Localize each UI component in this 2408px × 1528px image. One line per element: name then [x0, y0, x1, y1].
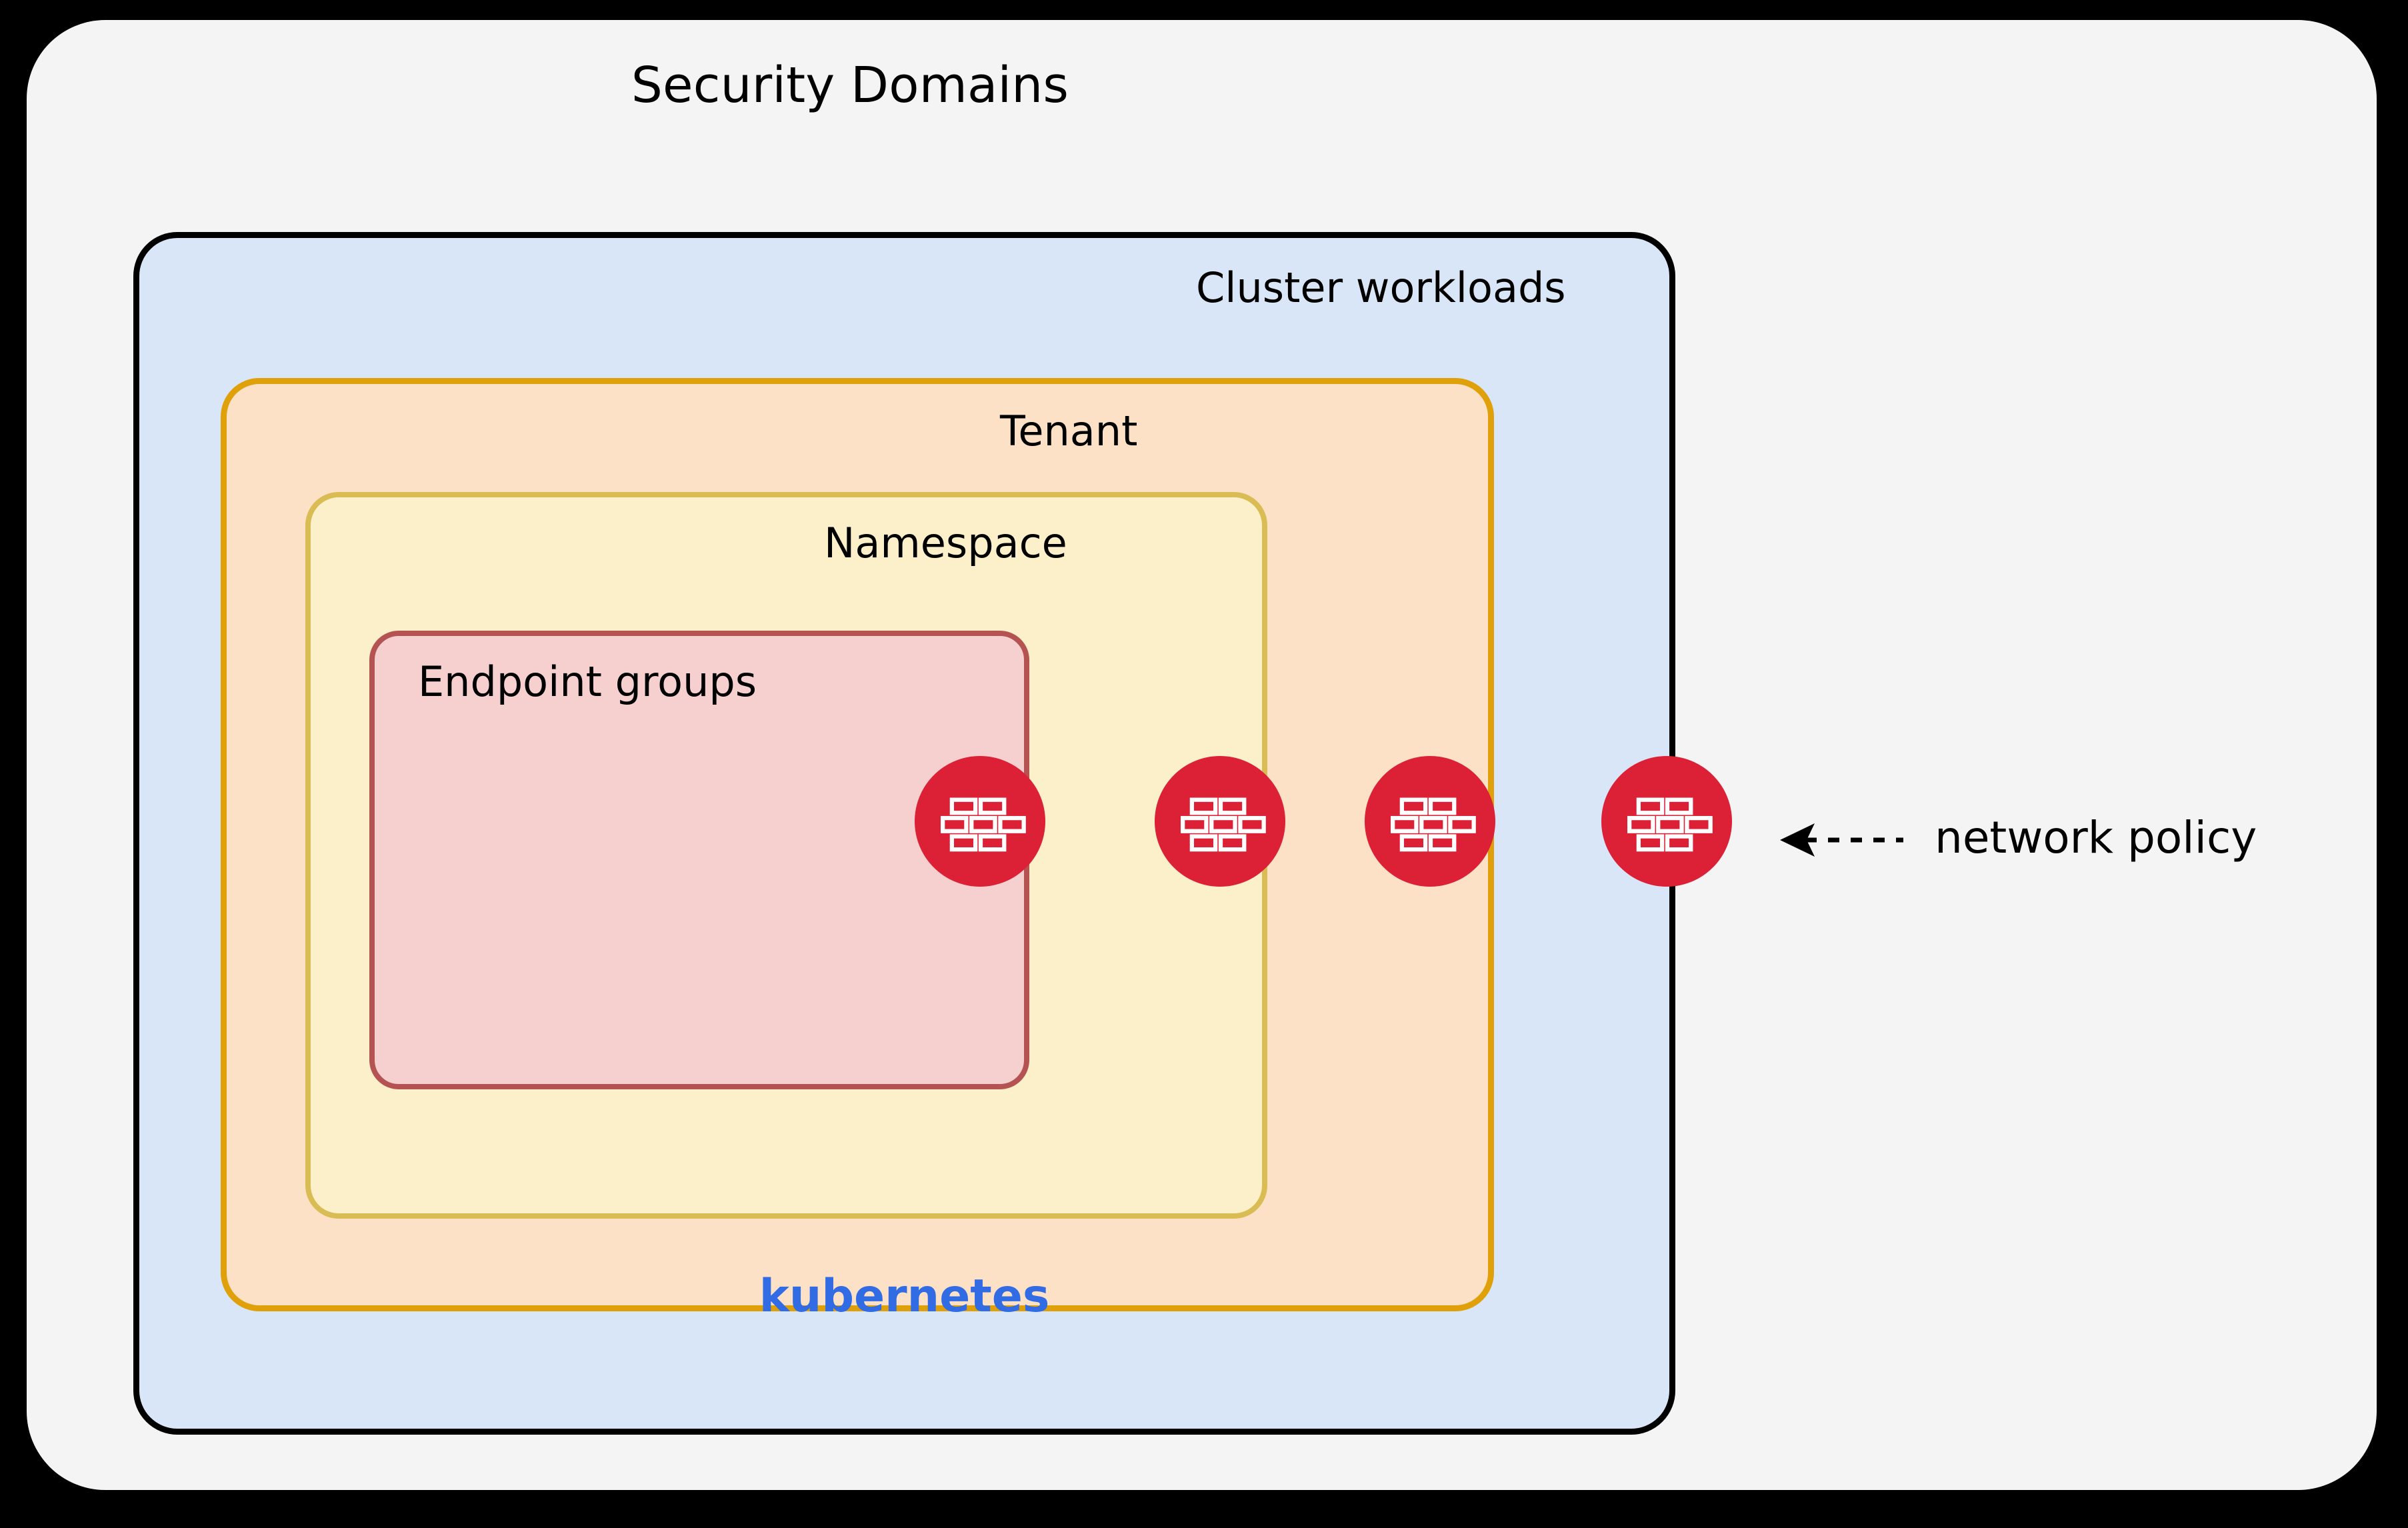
domain-label-tenant: Tenant — [1000, 407, 1138, 455]
domain-box-tenant[interactable]: Tenant Namespace Endpoint groups — [221, 378, 1494, 1311]
firewall-brick-icon[interactable] — [1365, 756, 1495, 887]
domain-box-namespace[interactable]: Namespace Endpoint groups — [305, 492, 1267, 1219]
domain-label-endpoint-groups: Endpoint groups — [418, 657, 757, 706]
page-title: Security Domains — [631, 57, 1069, 114]
domain-box-endpoint-groups[interactable]: Endpoint groups — [369, 631, 1029, 1089]
network-policy-label: network policy — [1935, 812, 2257, 863]
network-policy-arrow-icon — [1780, 803, 1907, 877]
firewall-brick-icon[interactable] — [1155, 756, 1285, 887]
domain-label-namespace: Namespace — [824, 519, 1067, 567]
firewall-brick-icon[interactable] — [915, 756, 1045, 887]
domain-label-cluster-workloads: Cluster workloads — [1196, 263, 1566, 312]
domain-box-cluster-workloads[interactable]: Cluster workloads Tenant Namespace Endpo… — [133, 232, 1675, 1435]
kubernetes-platform-label: kubernetes — [759, 1270, 1050, 1323]
security-domains-card: Security Domains Cluster workloads Tenan… — [27, 20, 2377, 1490]
firewall-brick-icon[interactable] — [1601, 756, 1732, 887]
